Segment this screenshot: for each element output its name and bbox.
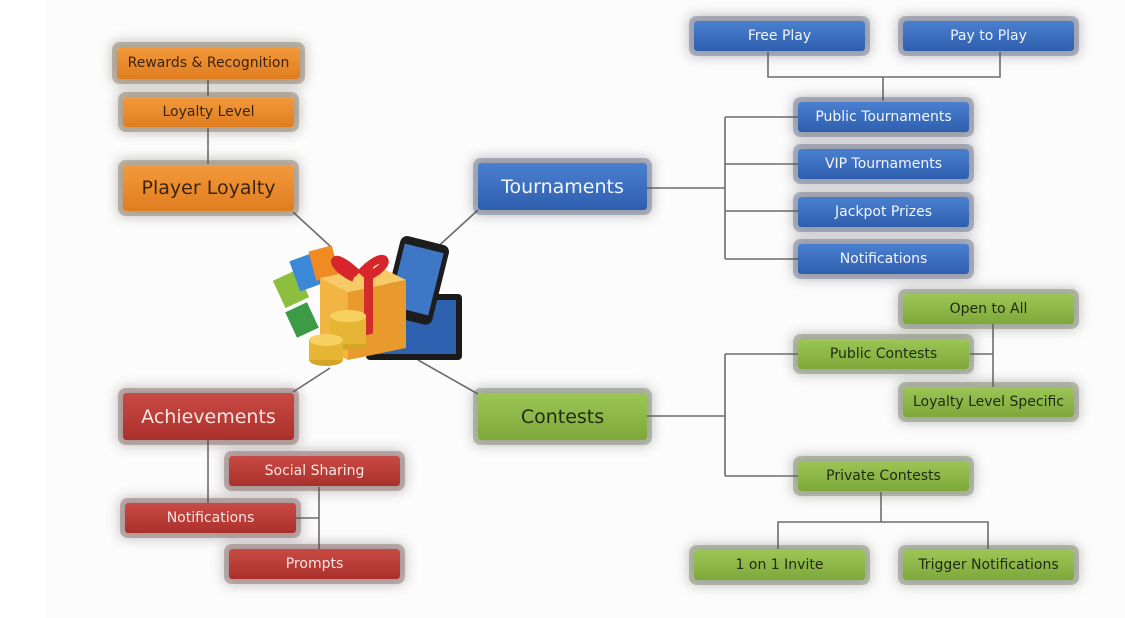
node-loyalty-level[interactable]: Loyalty Level bbox=[123, 97, 294, 127]
node-vip-tournaments[interactable]: VIP Tournaments bbox=[798, 149, 969, 179]
node-free-play[interactable]: Free Play bbox=[694, 21, 865, 51]
node-loyalty-level-specific[interactable]: Loyalty Level Specific bbox=[903, 387, 1074, 417]
node-trigger-notifications[interactable]: Trigger Notifications bbox=[903, 550, 1074, 580]
gift-coins-devices-icon bbox=[272, 236, 462, 366]
node-social-sharing[interactable]: Social Sharing bbox=[229, 456, 400, 486]
node-private-contests[interactable]: Private Contests bbox=[798, 461, 969, 491]
node-achievement-notifications[interactable]: Notifications bbox=[125, 503, 296, 533]
coupons-icon bbox=[272, 245, 340, 338]
node-prompts[interactable]: Prompts bbox=[229, 549, 400, 579]
connector bbox=[292, 211, 331, 247]
coins-icon bbox=[309, 310, 366, 366]
connector bbox=[767, 52, 1001, 78]
node-tournaments[interactable]: Tournaments bbox=[478, 163, 647, 210]
node-player-loyalty[interactable]: Player Loyalty bbox=[123, 165, 294, 211]
node-public-contests[interactable]: Public Contests bbox=[798, 339, 969, 369]
node-public-tournaments[interactable]: Public Tournaments bbox=[798, 102, 969, 132]
node-open-to-all[interactable]: Open to All bbox=[903, 294, 1074, 324]
connector bbox=[417, 359, 479, 395]
connector bbox=[777, 521, 989, 549]
node-tournament-notifications[interactable]: Notifications bbox=[798, 244, 969, 274]
node-pay-to-play[interactable]: Pay to Play bbox=[903, 21, 1074, 51]
node-rewards-recognition[interactable]: Rewards & Recognition bbox=[117, 47, 300, 79]
node-contests[interactable]: Contests bbox=[478, 393, 647, 440]
node-one-on-one-invite[interactable]: 1 on 1 Invite bbox=[694, 550, 865, 580]
node-achievements[interactable]: Achievements bbox=[123, 393, 294, 440]
node-jackpot-prizes[interactable]: Jackpot Prizes bbox=[798, 197, 969, 227]
connector bbox=[292, 367, 331, 393]
